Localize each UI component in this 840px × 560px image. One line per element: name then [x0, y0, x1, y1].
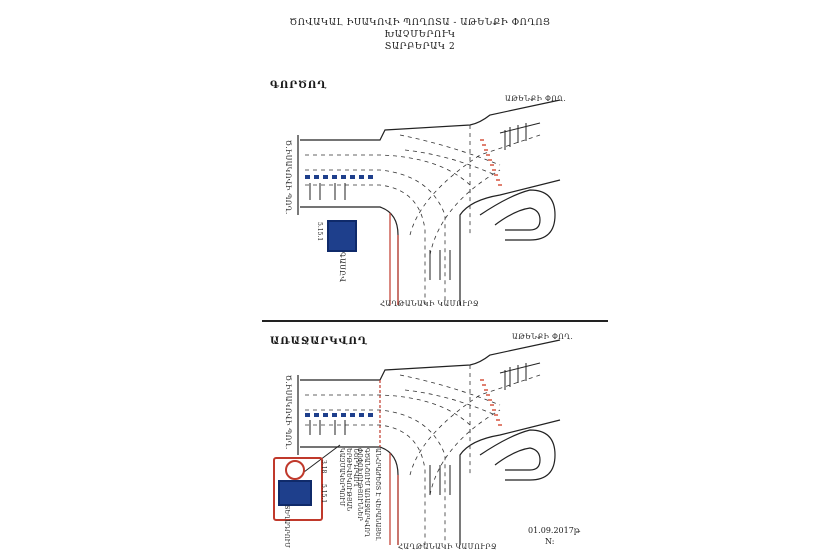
note-marking-changes: ԳԾԱՆՇՈՒՄ ԱՌԱՋԱՐԿՎՈՂ ՓՈՓՈԽՈՒԹՅՈՒՆՆԵՐ [356, 448, 370, 537]
current-plan-diagram [297, 99, 561, 305]
proposed-sign-frame [273, 457, 323, 521]
sign-number-top: 5.15.1 [316, 222, 323, 242]
no-turn-sign-icon [285, 460, 305, 480]
street-label-athens-bottom: ԱԹԵՆՔԻ ՓՈՂ. [512, 333, 574, 341]
signature-field: N: [545, 537, 555, 546]
street-label-isakov-top: Ծ.ԻՍԱԿՈՎԻ ՊՈՂ. [284, 140, 292, 215]
sign-number-bottom: 5.15.1 [320, 484, 327, 504]
note-traffic-organization: ՆԵՐԴՐՎՈՂ ԵՐԹԵՎԵԿՈՒԹՅԱՆ ԿԱԶՄԱԿԵՐՊՈՒՄ [338, 448, 359, 512]
header-variant: ՏԱՐԲԵՐԱԿ 2 [384, 42, 456, 52]
sign-caption-top: ԳԱՍԸՎ [338, 252, 346, 283]
sign2-number-bottom: 3.18 [320, 460, 327, 474]
current-plan-label: ԳՈՐԾՈՂ [270, 80, 328, 91]
section-divider [262, 320, 608, 322]
document-date: 01.09.2017թ [528, 526, 581, 535]
street-label-bridge-top: ՀԱՂԹԱՆԱԿԻ ԿԱՄՈՒՐՋ [380, 300, 480, 308]
lane-sign-5-15-1-bottom [278, 480, 312, 506]
note-review-required: ԱՆՀՐԱԺԵՇՏ Է ՎԵՐԱՆԱՅԵԼ [374, 448, 381, 541]
note-placement: ՏԵՂԱԴՐՈՒՄ [283, 505, 290, 548]
street-label-athens-top: ԱԹԵՆՔԻ ՓՈՂ. [505, 95, 567, 103]
proposed-plan-diagram [297, 339, 561, 545]
street-label-bridge-bottom: ՀԱՂԹԱՆԱԿԻ ԿԱՄՈՒՐՋ [398, 543, 498, 551]
proposed-plan-label: ԱՌԱՋԱՐԿՎՈՂ [270, 336, 368, 347]
street-label-isakov-bottom: Ծ.ԻՍԱԿՈՎԻ ՊՈՂ. [284, 375, 292, 450]
lane-sign-5-15-1-top [327, 220, 357, 252]
header-title: ԾՈՎԱԿԱԼ ԻՍԱԿՈՎԻ ՊՈՂՈՏԱ - ԱԹԵՆՔԻ ՓՈՂՈՑ [289, 18, 551, 28]
header-subtitle: ԽԱՉՄԵՐՈՒԿ [384, 30, 456, 40]
